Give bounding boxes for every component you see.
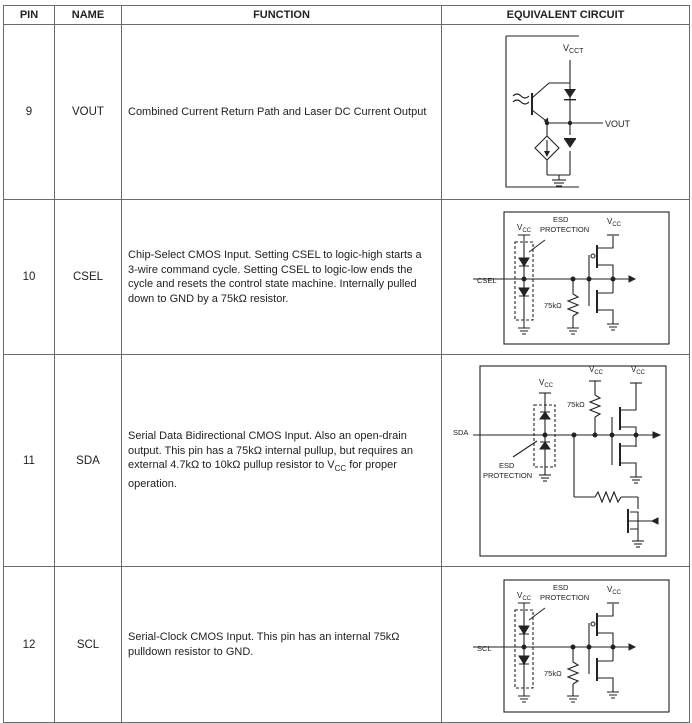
- csel-label: CSEL: [477, 276, 497, 285]
- pin-description-table: PIN NAME FUNCTION EQUIVALENT CIRCUIT 9 V…: [3, 5, 690, 723]
- header-pin: PIN: [3, 5, 55, 25]
- equivalent-circuit-cell: VCC VCC ESD PROTECTION SCL 75kΩ: [441, 566, 690, 723]
- svg-text:VCC: VCC: [631, 365, 646, 376]
- pin-number: 12: [3, 566, 55, 723]
- svg-text:PROTECTION: PROTECTION: [540, 225, 589, 234]
- pin-function: Serial Data Bidirectional CMOS Input. Al…: [121, 354, 442, 567]
- svg-text:VCC: VCC: [607, 217, 622, 228]
- svg-text:PROTECTION: PROTECTION: [540, 593, 589, 602]
- table-row: 11 SDA Serial Data Bidirectional CMOS In…: [3, 354, 690, 567]
- vout-circuit-diagram: VCCT VOUT: [504, 35, 631, 188]
- pin-number: 9: [3, 24, 55, 200]
- pin-function: Chip-Select CMOS Input. Setting CSEL to …: [121, 199, 442, 355]
- svg-text:VCC: VCC: [589, 365, 604, 376]
- svg-text:VCC: VCC: [539, 378, 554, 389]
- svg-text:VCC: VCC: [517, 591, 532, 602]
- svg-text:ESD: ESD: [553, 583, 569, 592]
- pin-name: SDA: [54, 354, 122, 567]
- pin-name: SCL: [54, 566, 122, 723]
- equivalent-circuit-cell: VCCT VOUT: [441, 24, 690, 200]
- csel-circuit-diagram: VCC VCC ESD PROTECTION CSEL 75kΩ: [472, 211, 670, 345]
- svg-text:75kΩ: 75kΩ: [544, 301, 562, 310]
- pin-function: Serial-Clock CMOS Input. This pin has an…: [121, 566, 442, 723]
- svg-text:75kΩ: 75kΩ: [567, 400, 585, 409]
- pin-number: 11: [3, 354, 55, 567]
- table-row: 12 SCL Serial-Clock CMOS Input. This pin…: [3, 566, 690, 723]
- svg-text:ESD: ESD: [553, 215, 569, 224]
- header-row: PIN NAME FUNCTION EQUIVALENT CIRCUIT: [3, 5, 690, 25]
- header-equivalent-circuit: EQUIVALENT CIRCUIT: [441, 5, 690, 25]
- svg-text:VCC: VCC: [607, 585, 622, 596]
- table-row: 9 VOUT Combined Current Return Path and …: [3, 24, 690, 200]
- pin-name: VOUT: [54, 24, 122, 200]
- equivalent-circuit-cell: VCC VCC VCC 75kΩ SDA ESD PROTECTION: [441, 354, 690, 567]
- svg-text:VCC: VCC: [517, 223, 532, 234]
- scl-circuit-diagram: VCC VCC ESD PROTECTION SCL 75kΩ: [472, 578, 670, 713]
- pin-function: Combined Current Return Path and Laser D…: [121, 24, 442, 200]
- header-name: NAME: [54, 5, 122, 25]
- vout-label: VOUT: [605, 119, 631, 129]
- equivalent-circuit-cell: VCC VCC ESD PROTECTION CSEL 75kΩ: [441, 199, 690, 355]
- scl-label: SCL: [477, 644, 492, 653]
- svg-text:VCCT: VCCT: [563, 43, 584, 55]
- svg-text:ESD: ESD: [499, 461, 515, 470]
- table-row: 10 CSEL Chip-Select CMOS Input. Setting …: [3, 199, 690, 355]
- svg-text:PROTECTION: PROTECTION: [483, 471, 532, 480]
- svg-text:75kΩ: 75kΩ: [544, 669, 562, 678]
- sda-label: SDA: [453, 428, 468, 437]
- sda-circuit-diagram: VCC VCC VCC 75kΩ SDA ESD PROTECTION: [453, 365, 667, 557]
- header-function: FUNCTION: [121, 5, 442, 25]
- pin-number: 10: [3, 199, 55, 355]
- pin-name: CSEL: [54, 199, 122, 355]
